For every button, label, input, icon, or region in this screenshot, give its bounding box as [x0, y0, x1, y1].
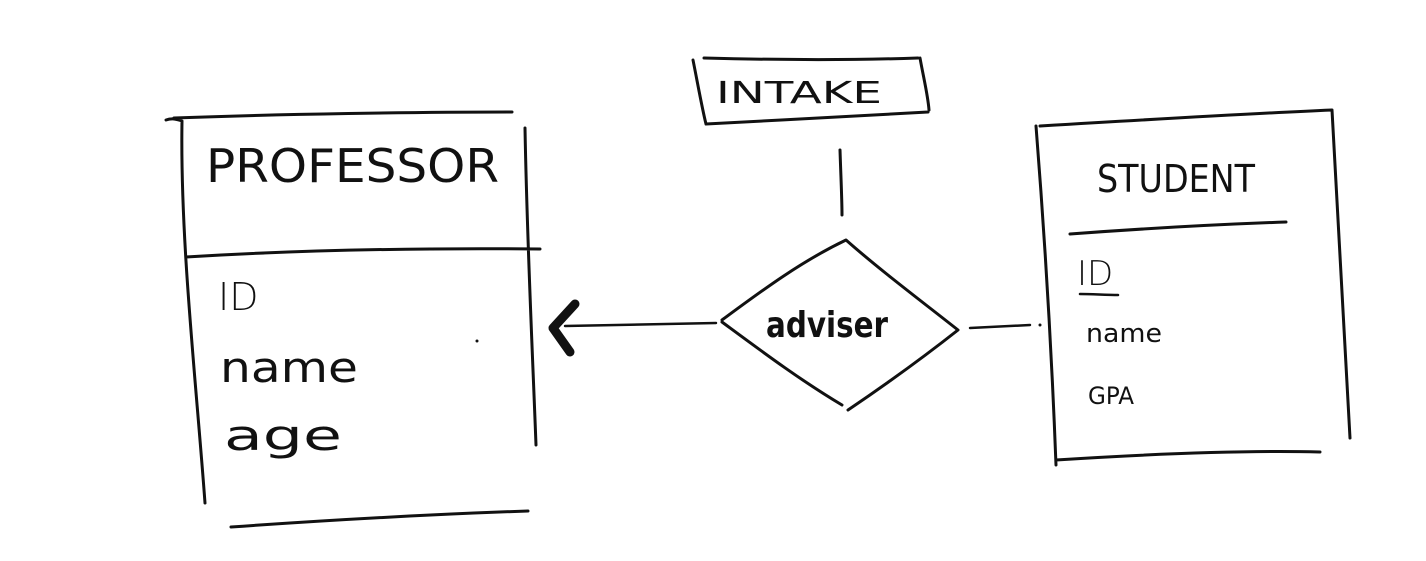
student-attr-gpa: GPA: [1088, 382, 1135, 410]
professor-entity: PROFESSOR ID name age: [164, 110, 542, 529]
ink-dot: [1038, 323, 1042, 327]
student-title: STUDENT: [1097, 157, 1256, 201]
relationship-diamond: [720, 238, 960, 412]
professor-attr-name: name: [220, 343, 358, 392]
professor-attr-age: age: [224, 411, 342, 460]
professor-title: PROFESSOR: [206, 139, 499, 193]
professor-box-outline: [164, 110, 542, 529]
attribute-connector: [838, 148, 844, 217]
relationship-label: adviser: [766, 305, 888, 346]
student-box-outline: [1034, 108, 1352, 467]
professor-connector: [548, 299, 718, 357]
adviser-relationship: adviser: [720, 148, 960, 412]
intake-box-outline: [691, 56, 931, 126]
primary-key-underline: [1078, 292, 1120, 297]
student-connector: [968, 323, 1032, 330]
arrowhead-icon: [548, 299, 580, 357]
student-entity: STUDENT ID name GPA: [1034, 108, 1352, 467]
intake-label: INTAKE: [716, 76, 882, 111]
connector-line: [563, 321, 718, 328]
ink-dot: [475, 339, 479, 343]
student-attr-id: ID: [1077, 254, 1113, 294]
student-attr-name: name: [1086, 319, 1162, 349]
professor-attr-id: ID: [218, 275, 258, 319]
intake-attribute: INTAKE: [691, 56, 931, 126]
